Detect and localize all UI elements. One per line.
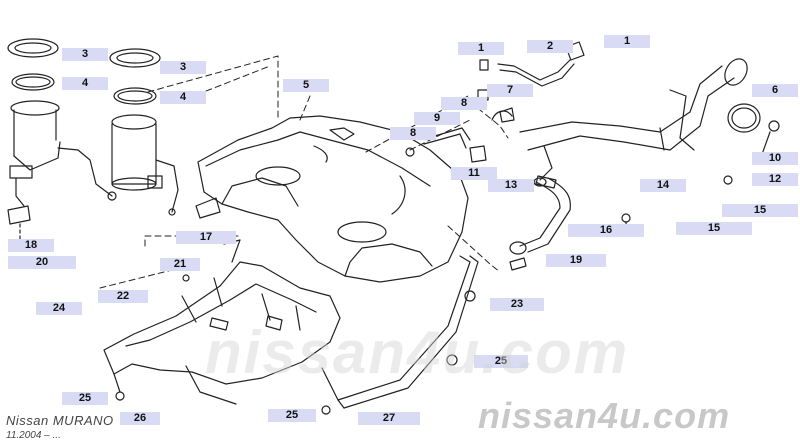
fuel-tank-body bbox=[197, 115, 469, 283]
callout-19[interactable]: 19 bbox=[546, 254, 606, 267]
callout-12[interactable]: 12 bbox=[752, 173, 798, 186]
callout-20[interactable]: 20 bbox=[8, 256, 76, 269]
callout-10[interactable]: 10 bbox=[752, 152, 798, 165]
callout-25-c[interactable]: 25 bbox=[268, 409, 316, 422]
callout-6[interactable]: 6 bbox=[752, 84, 798, 97]
sender-assembly-left bbox=[7, 100, 117, 243]
callout-3-right[interactable]: 3 bbox=[160, 61, 206, 74]
production-date-label: 11.2004 – ... bbox=[6, 430, 61, 441]
misc-clips bbox=[469, 107, 557, 271]
callout-2[interactable]: 2 bbox=[527, 40, 573, 53]
callout-7[interactable]: 7 bbox=[487, 84, 533, 97]
sender-assembly-right bbox=[111, 114, 221, 219]
callout-9[interactable]: 9 bbox=[414, 112, 460, 125]
callout-25-b[interactable]: 25 bbox=[62, 392, 108, 405]
callout-1-b[interactable]: 1 bbox=[604, 35, 650, 48]
gasket-rings bbox=[7, 38, 161, 105]
callout-23[interactable]: 23 bbox=[490, 298, 544, 311]
callout-11[interactable]: 11 bbox=[451, 167, 497, 180]
callout-27[interactable]: 27 bbox=[358, 412, 420, 425]
callout-18[interactable]: 18 bbox=[8, 239, 54, 252]
callout-1-a[interactable]: 1 bbox=[458, 42, 504, 55]
callout-14[interactable]: 14 bbox=[640, 179, 686, 192]
callout-17[interactable]: 17 bbox=[176, 231, 236, 244]
faint-watermark: nissan4u.com bbox=[205, 319, 630, 386]
callout-15-b[interactable]: 15 bbox=[676, 222, 752, 235]
callout-5[interactable]: 5 bbox=[283, 79, 329, 92]
callout-26[interactable]: 26 bbox=[120, 412, 160, 425]
vehicle-model-label: Nissan MURANO bbox=[6, 413, 114, 428]
callout-22[interactable]: 22 bbox=[98, 290, 148, 303]
callout-8-b[interactable]: 8 bbox=[390, 127, 436, 140]
tank-strap bbox=[321, 255, 479, 409]
callout-21[interactable]: 21 bbox=[160, 258, 200, 271]
callout-4-left[interactable]: 4 bbox=[62, 77, 108, 90]
callout-4-right[interactable]: 4 bbox=[160, 91, 206, 104]
callout-3-left[interactable]: 3 bbox=[62, 48, 108, 61]
site-watermark: nissan4u.com bbox=[478, 395, 731, 436]
callout-16[interactable]: 16 bbox=[568, 224, 644, 237]
callout-15-a[interactable]: 15 bbox=[722, 204, 798, 217]
callout-25-a[interactable]: 25 bbox=[474, 355, 528, 368]
callout-13[interactable]: 13 bbox=[488, 179, 534, 192]
callout-8-a[interactable]: 8 bbox=[441, 97, 487, 110]
heat-shield bbox=[103, 239, 341, 415]
callout-24[interactable]: 24 bbox=[36, 302, 82, 315]
vent-hoses bbox=[405, 41, 585, 157]
filler-tube bbox=[519, 58, 780, 231]
